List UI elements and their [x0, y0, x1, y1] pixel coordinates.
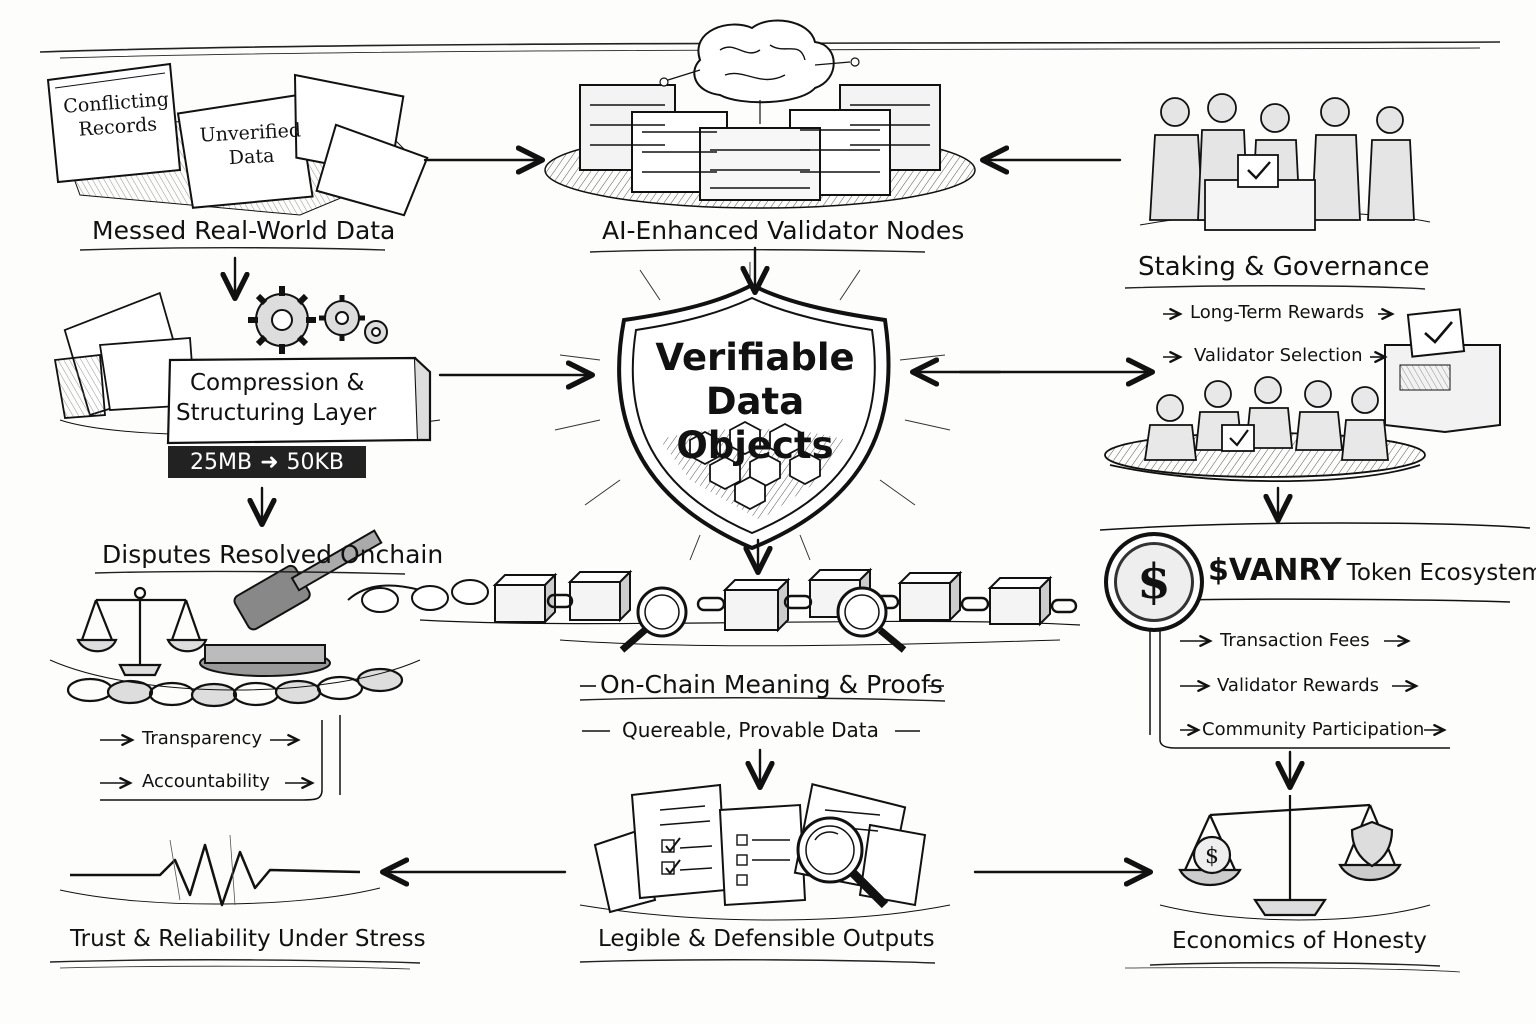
doc-unverified-data: Unverified Data: [199, 119, 302, 169]
honesty-title: Economics of Honesty: [1172, 928, 1427, 954]
outputs-title: Legible & Defensible Outputs: [598, 926, 935, 952]
scales-icon: [76, 586, 208, 677]
chain-blocks: [492, 567, 1053, 633]
title-underlines: [49, 246, 1461, 973]
token-ticker: $VANRY: [1208, 553, 1342, 588]
token-underline: [1099, 522, 1531, 749]
brain-icon: [659, 19, 860, 124]
magnifier-icon: [796, 816, 889, 909]
people-voting-icon: [1139, 93, 1431, 231]
verifiable-title-line2: Data Objects: [676, 380, 834, 468]
to-size: 50KB: [286, 449, 345, 475]
token-title: $VANRY Token Ecosystem: [1208, 556, 1536, 586]
chain-icon: [49, 659, 421, 708]
disputes-item-transparency: Transparency: [142, 728, 263, 749]
staking-item-validator-selection: Validator Selection: [1194, 345, 1363, 366]
compression-title-line2: Structuring Layer: [176, 400, 377, 426]
ballot-box-icon: [1384, 308, 1501, 434]
staking-item-long-term-rewards: Long-Term Rewards: [1190, 302, 1365, 323]
token-item-transaction-fees: Transaction Fees: [1220, 630, 1370, 651]
from-size: 25MB: [189, 449, 253, 475]
bullet-arrows: [100, 314, 1444, 783]
people-voting-icon: [1104, 376, 1426, 483]
dollar-coin-icon: $: [1104, 532, 1204, 632]
onchain-title: On-Chain Meaning & Proofs: [600, 670, 943, 699]
trust-title: Trust & Reliability Under Stress: [70, 926, 426, 952]
gavel-icon: [199, 529, 383, 677]
onchain-subtitle: Quereable, Provable Data: [622, 718, 879, 742]
paper-stack-icon: [46, 62, 429, 217]
messed-data-title: Messed Real-World Data: [92, 216, 396, 245]
document-icon: [579, 782, 951, 921]
disputes-bracket: [100, 715, 341, 801]
compression-title-line1: Compression &: [190, 370, 365, 396]
balance-scale-icon: [1159, 795, 1431, 921]
arrow-right-icon: ➜: [260, 449, 279, 475]
token-title-rest: Token Ecosystem: [1346, 560, 1536, 586]
magnifier-icon: [619, 586, 907, 653]
compression-size-band: 25MB ➜ 50KB: [168, 446, 366, 478]
chain-links: [546, 593, 1078, 614]
flow-arrows: [235, 160, 1290, 872]
dash-marks: [580, 685, 944, 732]
server-rack-icon: [544, 84, 976, 209]
cube-icon: [689, 420, 821, 511]
validators-title: AI-Enhanced Validator Nodes: [602, 216, 965, 245]
token-item-validator-rewards: Validator Rewards: [1217, 675, 1380, 696]
chain-icon: [347, 579, 1081, 647]
heartbeat-icon: [59, 834, 381, 907]
paper-stack-icon: [53, 291, 441, 436]
dollar-glyph: $: [1205, 844, 1219, 869]
gears-icon: [248, 286, 388, 354]
compression-banner: [166, 356, 432, 445]
disputes-item-accountability: Accountability: [142, 771, 270, 792]
disputes-title: Disputes Resolved Onchain: [102, 540, 444, 569]
verifiable-title-line1: Verifiable: [655, 336, 855, 379]
token-item-community-participation: Community Participation: [1202, 719, 1425, 740]
doc-conflicting-records: Conflicting Records: [62, 88, 170, 141]
staking-title: Staking & Governance: [1138, 252, 1430, 282]
